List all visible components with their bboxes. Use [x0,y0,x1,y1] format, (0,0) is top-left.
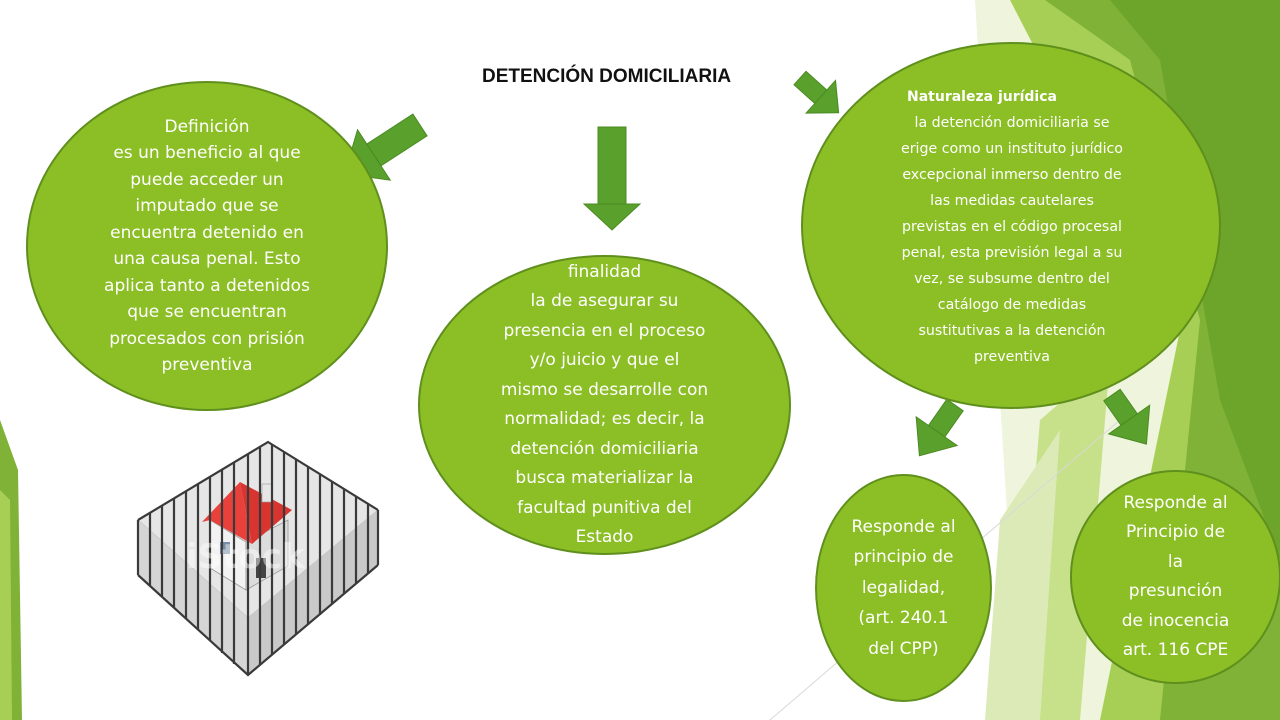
node-presuncion-line: art. 116 CPE [1122,640,1229,660]
node-finalidad: finalidad la de asegurar su presencia en… [418,255,791,555]
arrow-to-legalidad [915,398,964,457]
bg-facet-deep [1110,0,1280,560]
node-definicion-line: aplica tanto a detenidos [104,275,310,296]
node-naturaleza-line: las medidas cautelares [930,193,1094,209]
watermark-text: iStock [186,537,306,577]
node-finalidad-line: facultad punitiva del [517,497,692,518]
node-presuncion-line: Principio de [1125,522,1226,542]
node-finalidad-line: busca materializar la [515,468,694,488]
node-naturaleza-line: penal, esta previsión legal a su [901,245,1123,261]
node-definicion-line: procesados con prisión [109,328,305,349]
node-legalidad-line: principio de [853,547,954,568]
arrow-to-naturaleza [793,70,840,114]
house-roof-left [202,482,252,544]
node-naturaleza-line: vez, se subsume dentro del [914,271,1110,287]
node-definicion-line: es un beneficio al que [113,143,301,163]
cage-floor-base [138,520,248,675]
node-naturaleza-line: erige como un instituto jurídico [900,141,1123,157]
node-definicion-line: imputado que se [135,196,279,216]
node-definicion-line: preventiva [161,355,253,375]
node-finalidad-line: mismo se desarrolle con [500,379,709,400]
node-definicion-line: una causa penal. Esto [113,249,301,269]
node-principio-legalidad: Responde al principio de legalidad, (art… [815,474,992,702]
node-definicion-line: que se encuentran [127,302,287,322]
node-presuncion-line: presunción [1128,581,1223,601]
node-finalidad-line: Estado [575,527,634,547]
node-presuncion-line: la [1167,551,1184,572]
node-naturaleza-line: sustitutivas a la detención [918,323,1106,339]
slide-title: DETENCIÓN DOMICILIARIA [482,66,732,87]
house-roof-right [240,482,292,544]
node-finalidad-line: la de asegurar su [530,291,679,311]
node-legalidad-line: legalidad, [861,577,946,598]
arrow-to-presuncion [1103,388,1151,445]
node-naturaleza-line: catálogo de medidas [937,297,1087,313]
node-finalidad-line: normalidad; es decir, la [504,409,705,429]
node-naturaleza-line: la detención domiciliaria se [914,115,1110,131]
bg-left-strip-light [0,490,12,720]
cage-bars [136,440,380,677]
cage-floor-base-right [248,510,378,675]
node-definicion-line: encuentra detenido en [110,222,304,243]
node-definicion: Definición es un beneficio al que puede … [26,81,388,411]
node-naturaleza-line: excepcional inmerso dentro de [902,167,1122,183]
arrow-to-finalidad [582,126,642,231]
node-legalidad-line: (art. 240.1 [858,608,949,629]
node-naturaleza-heading: Naturaleza jurídica [907,89,1057,105]
node-finalidad-heading: finalidad [567,261,642,282]
node-definicion-line: puede acceder un [130,169,284,190]
node-finalidad-line: presencia en el proceso [503,320,706,341]
node-definicion-heading: Definición [164,116,250,137]
node-presuncion-line: Responde al [1123,492,1228,513]
node-naturaleza-line: previstas en el código procesal [902,219,1122,235]
node-legalidad-line: del CPP) [868,638,939,659]
node-naturaleza-juridica: Naturaleza jurídica la detención domicil… [801,42,1221,409]
house-in-cage-icon: iStock [136,440,380,677]
node-finalidad-line: detención domiciliaria [510,438,699,459]
house-chimney [261,483,273,503]
bg-facet-pale [985,430,1060,720]
node-legalidad-line: Responde al [851,516,956,537]
node-naturaleza-line: preventiva [974,349,1050,365]
node-finalidad-line: y/o juicio y que el [529,350,680,370]
node-presuncion-line: de inocencia [1121,610,1230,631]
house-window [220,542,230,554]
node-principio-presuncion-inocencia: Responde al Principio de la presunción d… [1070,470,1280,684]
